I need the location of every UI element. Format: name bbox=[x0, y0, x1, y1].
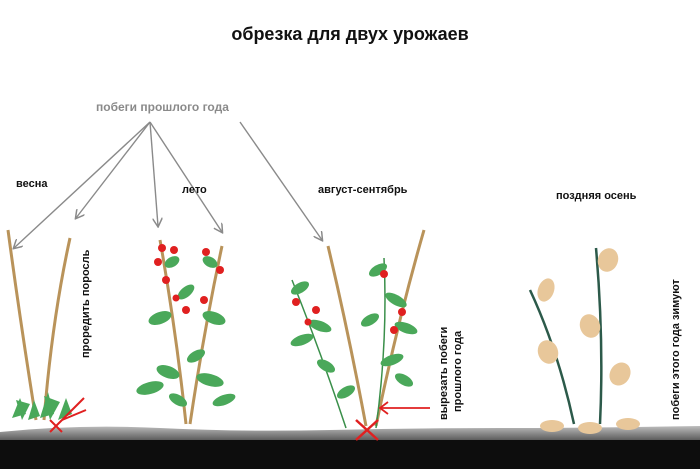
diagram-title: обрезка для двух урожаев bbox=[231, 24, 469, 44]
ground bbox=[0, 426, 700, 469]
aug-cut-mark bbox=[355, 419, 379, 441]
note-cut-line2: прошлого года bbox=[452, 330, 464, 412]
season-aug-sep: август-сентябрь bbox=[318, 184, 408, 196]
spring-cane-left bbox=[6, 229, 38, 421]
aug-berries bbox=[292, 270, 406, 334]
aug-leaves bbox=[290, 263, 418, 399]
late-autumn-plant bbox=[528, 247, 640, 434]
season-summer: лето bbox=[182, 184, 207, 196]
arrow-to-summer-right bbox=[149, 121, 222, 232]
shoots-label: побеги прошлого года bbox=[96, 100, 229, 114]
season-spring: весна bbox=[16, 178, 48, 190]
arrow-to-spring-right bbox=[76, 121, 151, 218]
arrow-to-autumn-cane bbox=[239, 121, 322, 240]
aug-new-cane-left bbox=[291, 279, 347, 429]
summer-berries bbox=[154, 244, 224, 314]
note-thin-growth: проредить поросль bbox=[80, 249, 92, 358]
aug-old-cane-left bbox=[326, 245, 368, 427]
spring-red-mark bbox=[49, 397, 87, 433]
note-winter: побеги этого года зимуют bbox=[670, 279, 682, 420]
summer-leaves bbox=[136, 256, 236, 407]
spring-shoots bbox=[12, 392, 72, 420]
arrow-to-spring-left bbox=[14, 121, 151, 248]
note-cut-line1: вырезать побеги bbox=[438, 326, 450, 420]
summer-cane-right bbox=[188, 245, 224, 425]
shoots-arrows bbox=[14, 121, 322, 248]
autumn-dry-leaves bbox=[537, 248, 640, 434]
autumn-cane-right bbox=[594, 247, 603, 425]
spring-plant bbox=[6, 229, 87, 433]
season-late-autumn: поздняя осень bbox=[556, 190, 637, 202]
aug-sep-plant bbox=[290, 229, 430, 441]
spring-cane-right bbox=[42, 237, 72, 421]
summer-plant bbox=[136, 239, 236, 425]
aug-cut-arrow bbox=[378, 401, 430, 415]
arrow-to-summer-left bbox=[149, 121, 158, 226]
